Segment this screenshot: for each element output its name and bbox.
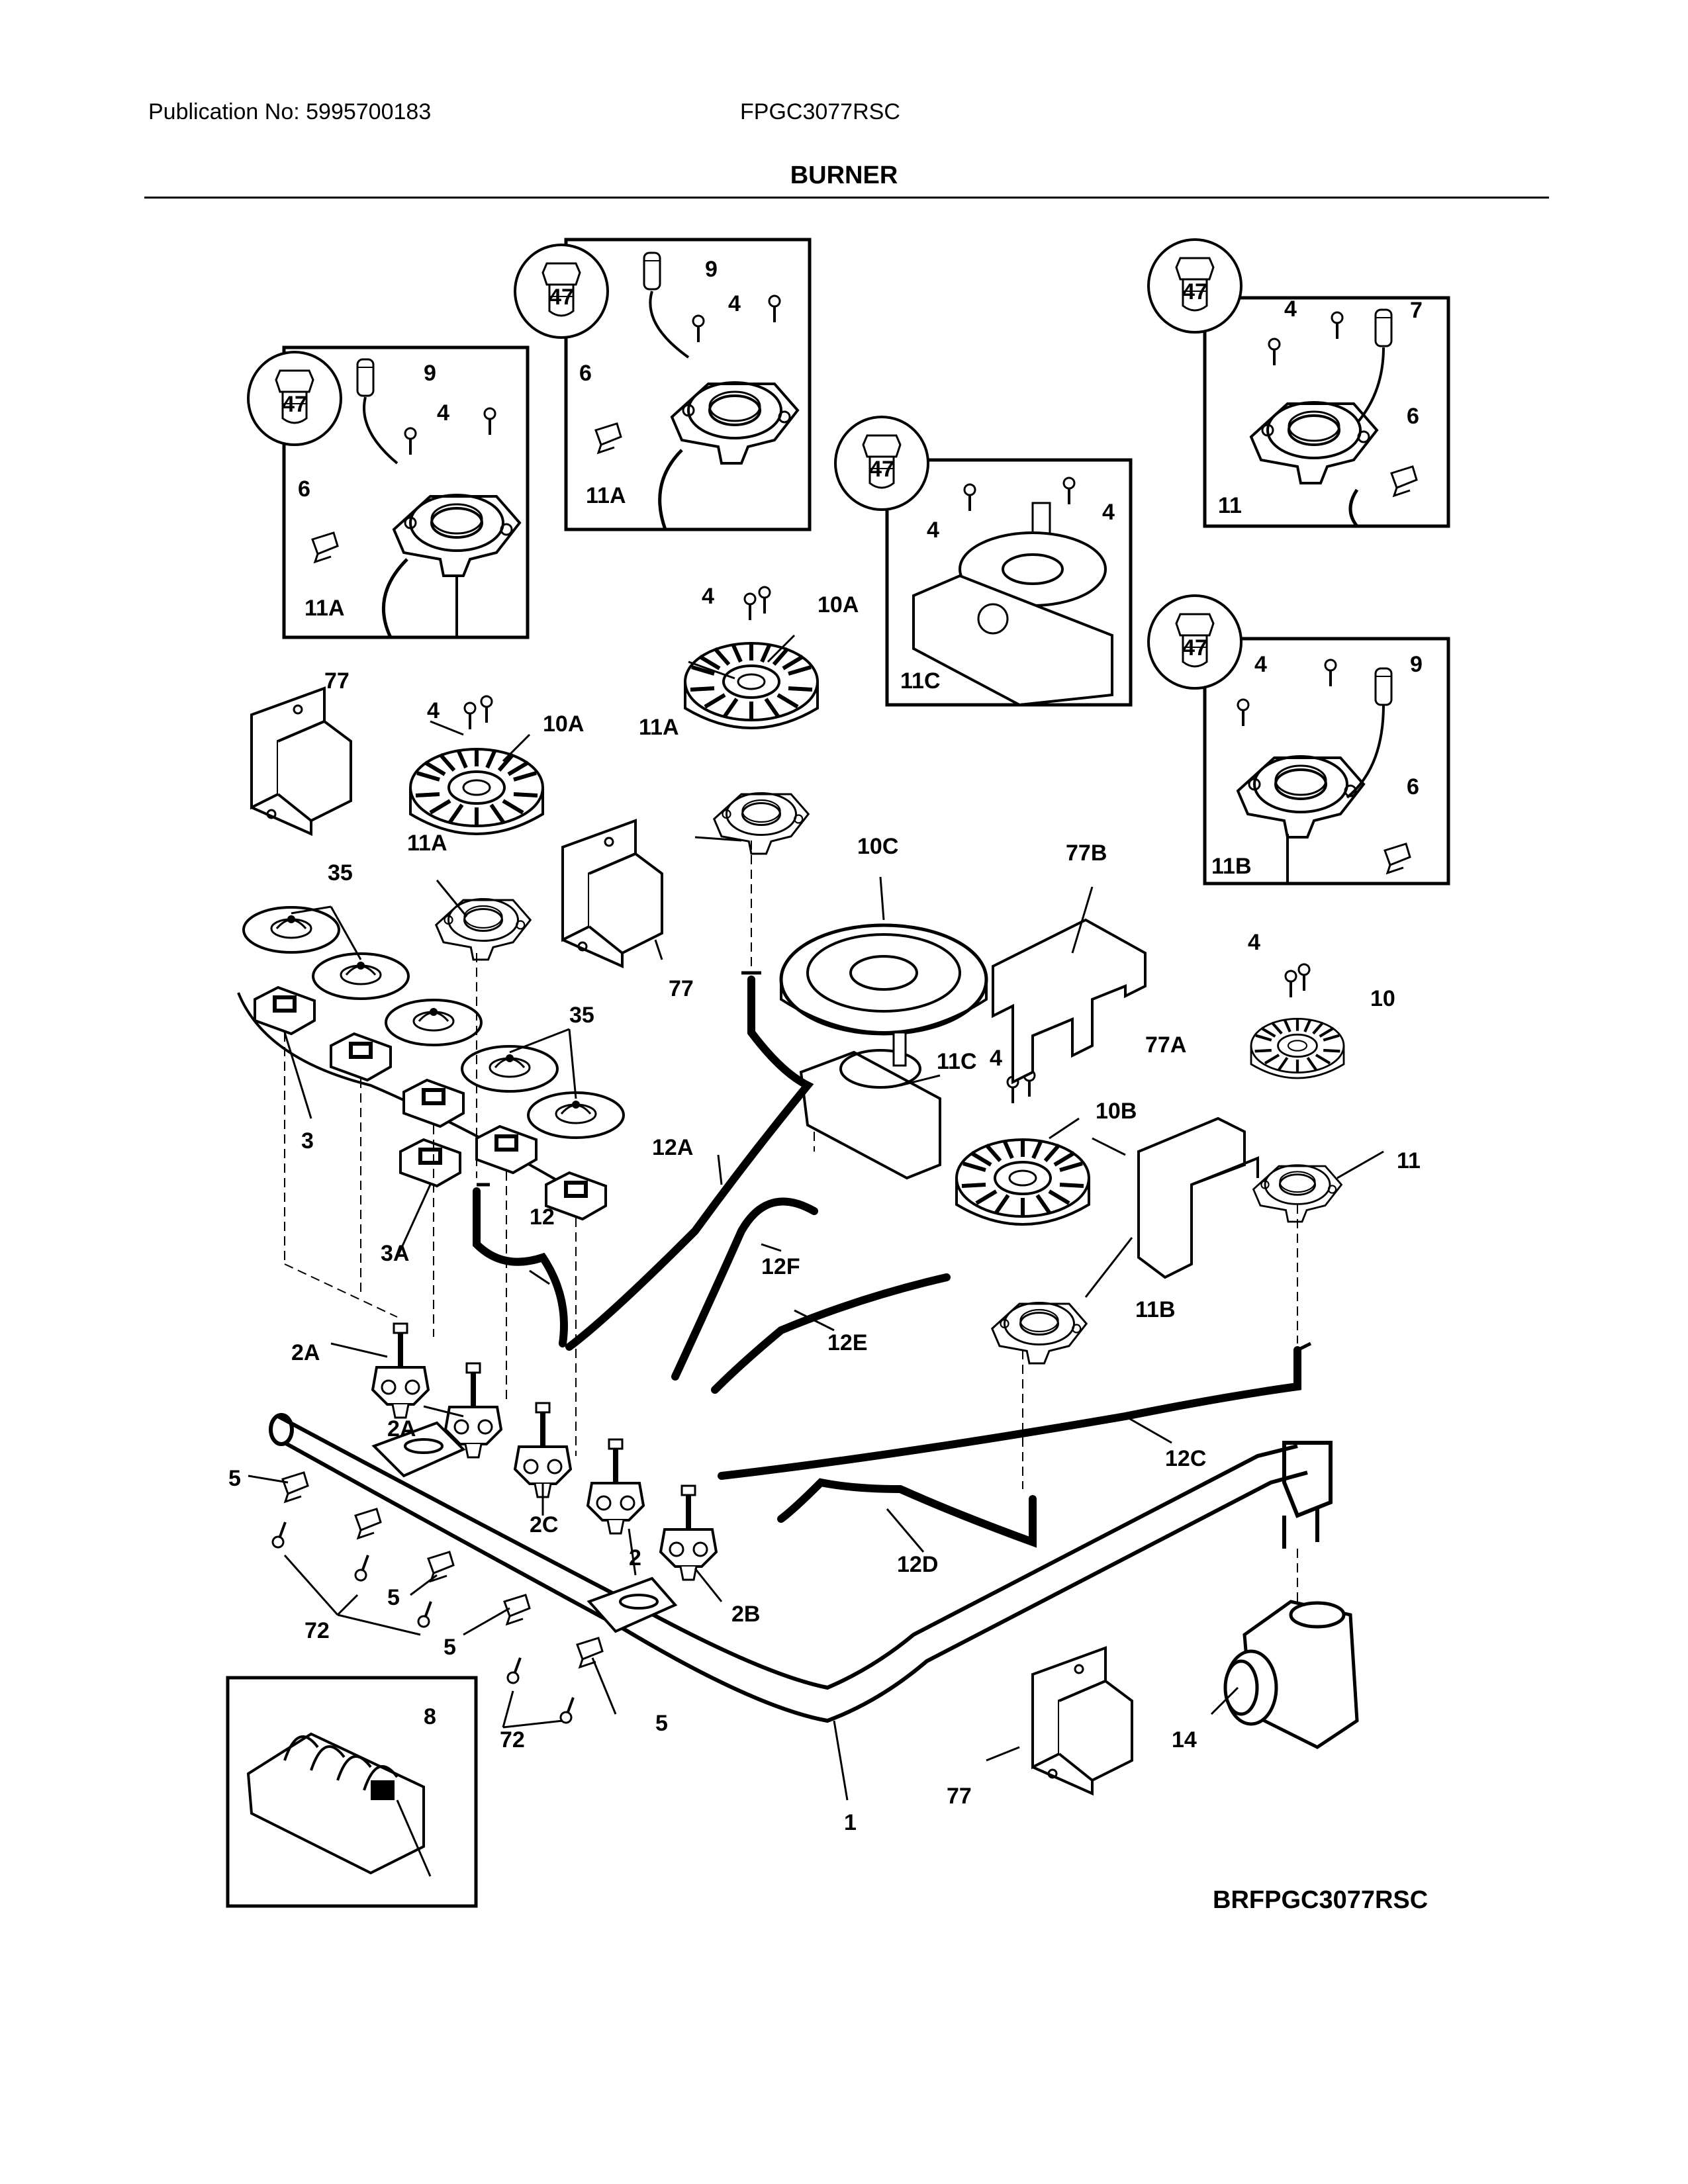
inset-right-bottom-burner	[1147, 594, 1450, 886]
label-47: 47	[1182, 279, 1207, 304]
label-5: 5	[387, 1585, 400, 1610]
label-4: 4	[1254, 652, 1267, 677]
label-12E: 12E	[827, 1330, 868, 1355]
gas-tube-ends	[477, 971, 1312, 1352]
label-8: 8	[424, 1704, 436, 1729]
label-77B: 77B	[1066, 841, 1107, 866]
label-10C: 10C	[857, 834, 898, 859]
label-11C: 11C	[937, 1049, 977, 1074]
label-77: 77	[324, 668, 350, 694]
label-11B: 11B	[1211, 854, 1252, 879]
label-72: 72	[305, 1618, 330, 1643]
spark-module-inset	[226, 1676, 478, 1908]
label-11C: 11C	[900, 668, 941, 694]
label-11: 11	[1218, 493, 1242, 518]
label-2B: 2B	[731, 1602, 760, 1627]
label-5: 5	[228, 1466, 241, 1491]
label-10: 10	[1370, 986, 1395, 1011]
label-4: 4	[702, 584, 714, 609]
label-3: 3	[301, 1128, 314, 1154]
label-77: 77	[669, 976, 694, 1001]
inset-right-top-burner	[1147, 238, 1450, 528]
label-4: 4	[427, 698, 440, 723]
alignment-lines	[284, 841, 1298, 1602]
label-6: 6	[1407, 404, 1419, 429]
label-12F: 12F	[761, 1254, 800, 1279]
gas-tubes-12	[473, 976, 1301, 1548]
model-number: FPGC3077RSC	[740, 99, 900, 124]
label-9: 9	[1410, 652, 1423, 677]
label-47: 47	[282, 392, 307, 417]
label-6: 6	[1407, 774, 1419, 799]
pressure-regulator	[1223, 1600, 1359, 1749]
label-3A: 3A	[381, 1241, 409, 1266]
label-2: 2	[629, 1545, 641, 1570]
label-11: 11	[1397, 1148, 1421, 1173]
label-12D: 12D	[897, 1552, 938, 1577]
label-14: 14	[1172, 1727, 1197, 1752]
label-1: 1	[844, 1810, 857, 1835]
header-divider	[144, 197, 1549, 199]
label-35: 35	[569, 1003, 594, 1028]
label-72: 72	[500, 1727, 525, 1752]
inset-top-center-burner	[514, 238, 812, 531]
label-12C: 12C	[1165, 1446, 1206, 1471]
label-4: 4	[990, 1046, 1002, 1071]
label-47: 47	[549, 285, 574, 310]
label-10B: 10B	[1096, 1099, 1137, 1124]
label-6: 6	[298, 477, 310, 502]
label-77: 77	[947, 1784, 972, 1809]
ignition-switches	[237, 986, 607, 1220]
label-9: 9	[705, 257, 718, 282]
label-5: 5	[655, 1711, 668, 1736]
publication-number: Publication No: 5995700183	[148, 99, 432, 124]
label-11B: 11B	[1135, 1297, 1176, 1322]
label-11A: 11A	[586, 483, 626, 508]
label-77A: 77A	[1145, 1032, 1186, 1058]
label-12: 12	[530, 1205, 555, 1230]
label-4: 4	[728, 291, 741, 316]
label-10A: 10A	[543, 711, 584, 737]
label-2A: 2A	[291, 1340, 320, 1365]
diagram-code: BRFPGC3077RSC	[1213, 1886, 1429, 1914]
leader-lines	[248, 634, 1384, 1877]
label-11A: 11A	[639, 715, 679, 740]
manifold-pipe	[269, 1413, 1333, 1723]
label-4: 4	[1248, 930, 1260, 955]
label-4: 4	[437, 400, 449, 426]
label-2A: 2A	[387, 1416, 416, 1441]
label-11A: 11A	[305, 596, 345, 621]
label-12A: 12A	[652, 1135, 693, 1160]
label-47: 47	[1182, 635, 1207, 660]
label-4: 4	[1284, 296, 1297, 322]
label-11A: 11A	[407, 831, 447, 856]
inset-center-burner-11C	[834, 416, 1133, 707]
heat-shields-77	[250, 687, 1259, 1795]
label-7: 7	[1410, 298, 1423, 323]
label-4: 4	[1102, 500, 1115, 525]
brackets-on-pipe	[371, 1421, 678, 1633]
label-9: 9	[424, 361, 436, 386]
label-10A: 10A	[818, 592, 859, 617]
inset-left-burner	[247, 345, 530, 639]
label-6: 6	[579, 361, 592, 386]
label-2C: 2C	[530, 1512, 558, 1537]
label-4: 4	[927, 518, 939, 543]
label-35: 35	[328, 860, 353, 886]
page-title: BURNER	[790, 161, 898, 189]
label-47: 47	[869, 457, 894, 482]
label-5: 5	[444, 1635, 456, 1660]
